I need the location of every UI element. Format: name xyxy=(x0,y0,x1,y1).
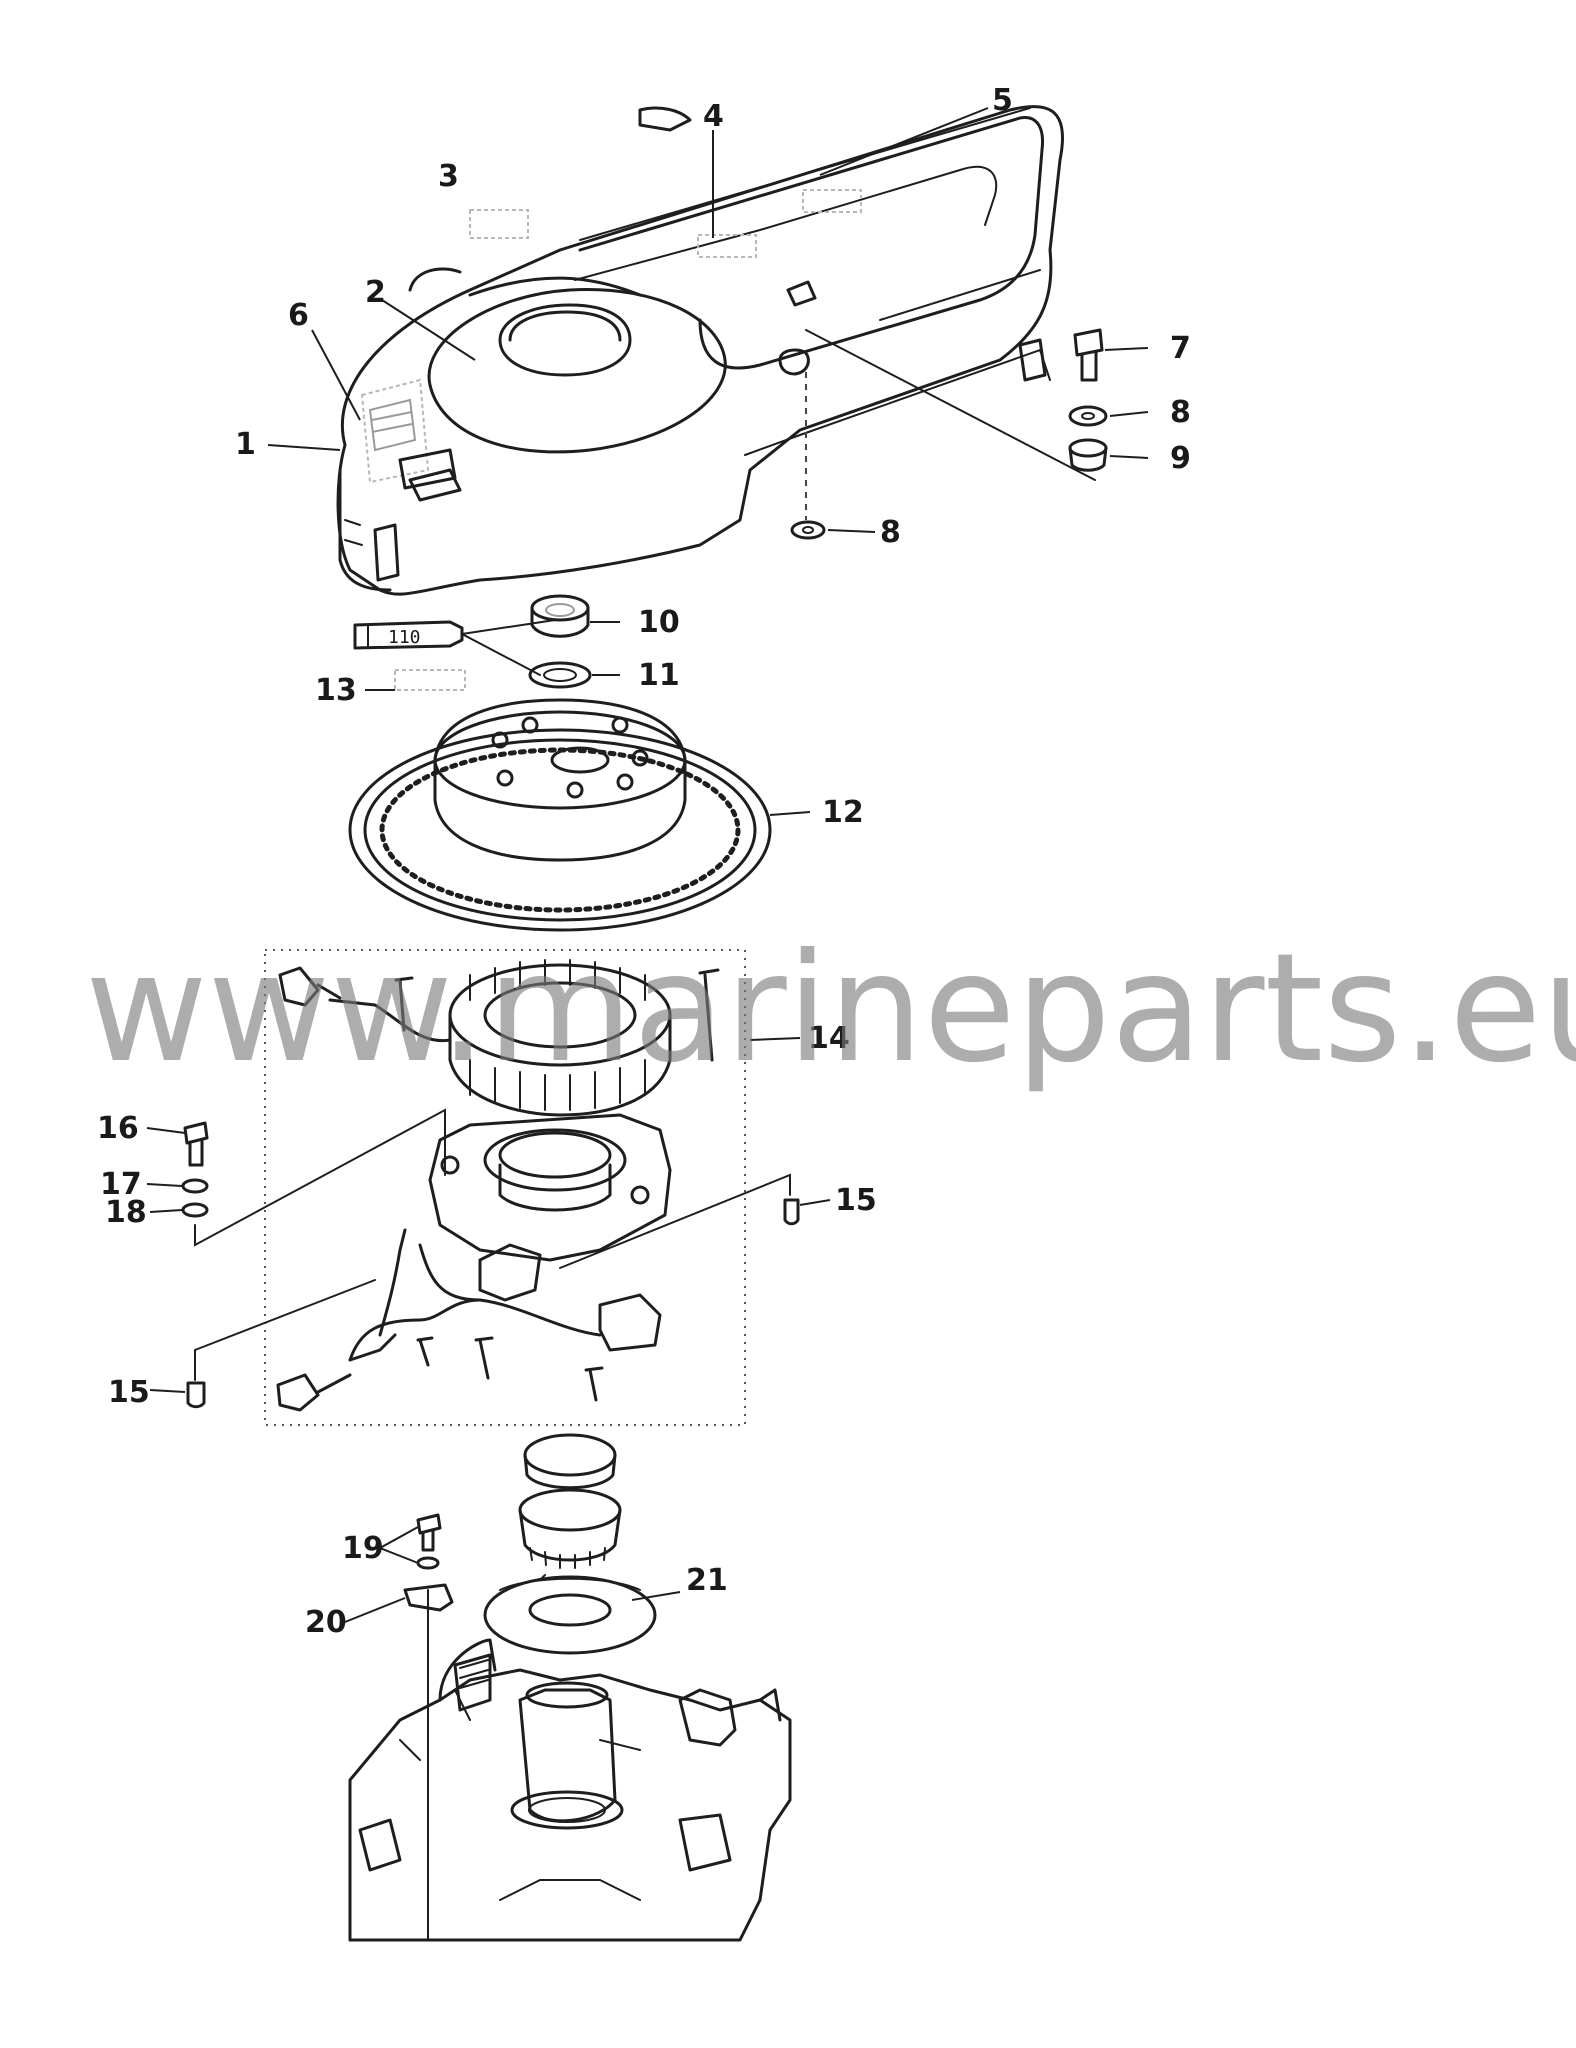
flywheel-icon xyxy=(348,698,772,932)
dowel-pin-left-icon xyxy=(186,1381,206,1409)
callout-18: 18 xyxy=(105,1195,147,1230)
callout-labels: 1 2 3 4 5 6 7 8 8 9 10 11 12 13 14 15 15… xyxy=(97,83,1191,1640)
callout-14: 14 xyxy=(808,1021,850,1056)
callout-3: 3 xyxy=(438,159,459,194)
callout-2: 2 xyxy=(365,275,386,310)
label-decal-5-icon xyxy=(802,189,862,213)
label-decal-13-icon xyxy=(394,669,466,691)
callout-1: 1 xyxy=(235,427,256,462)
threadlock-tube-icon: 110 xyxy=(353,620,464,650)
callout-17: 17 xyxy=(100,1167,142,1202)
label-decal-4-icon xyxy=(697,234,757,258)
callout-9: 9 xyxy=(1170,441,1191,476)
callout-15-right: 15 xyxy=(835,1183,877,1218)
base-plate-assembly-icon xyxy=(276,1113,672,1412)
flat-washer-icon xyxy=(181,1202,209,1218)
callout-8-upper: 8 xyxy=(1170,395,1191,430)
retainer-clip-icon xyxy=(403,1583,454,1612)
base-plate-bolt-icon xyxy=(183,1121,209,1167)
washer-icon xyxy=(1068,405,1108,427)
label-decal-3-icon xyxy=(469,209,529,239)
drive-collar-icon xyxy=(523,1433,617,1490)
flywheel-nut-icon xyxy=(530,594,590,638)
cover-bolt-icon xyxy=(1073,328,1104,382)
callout-6: 6 xyxy=(288,298,309,333)
timing-plate-icon xyxy=(483,1574,657,1655)
callout-7: 7 xyxy=(1170,331,1191,366)
callout-16: 16 xyxy=(97,1111,139,1146)
washer-lower-icon xyxy=(790,520,826,540)
grommet-icon xyxy=(1068,438,1108,472)
leader-lines xyxy=(146,107,1149,1623)
callout-12: 12 xyxy=(822,795,864,830)
plate-screw-icon xyxy=(416,1513,442,1570)
engine-block-icon xyxy=(348,1638,792,1942)
drive-sleeve-icon xyxy=(518,1488,622,1569)
callout-15-left: 15 xyxy=(108,1375,150,1410)
callout-19: 19 xyxy=(342,1531,384,1566)
watermark-text: www.marineparts.eu xyxy=(85,922,1576,1096)
callout-11: 11 xyxy=(638,658,680,693)
stator-assembly-icon xyxy=(278,959,720,1117)
callout-5: 5 xyxy=(992,83,1013,118)
flywheel-washer-icon xyxy=(528,661,592,689)
flywheel-cover-icon xyxy=(336,105,1065,596)
tube-label: 110 xyxy=(388,627,421,648)
callout-21: 21 xyxy=(686,1563,728,1598)
stator-assembly-boundary xyxy=(264,949,746,1426)
callout-13: 13 xyxy=(315,673,357,708)
callout-10: 10 xyxy=(638,605,680,640)
dowel-pin-right-icon xyxy=(783,1198,800,1226)
spring-washer-icon xyxy=(181,1178,209,1194)
callout-20: 20 xyxy=(305,1605,347,1640)
callout-4: 4 xyxy=(703,99,724,134)
callout-8-lower: 8 xyxy=(880,515,901,550)
